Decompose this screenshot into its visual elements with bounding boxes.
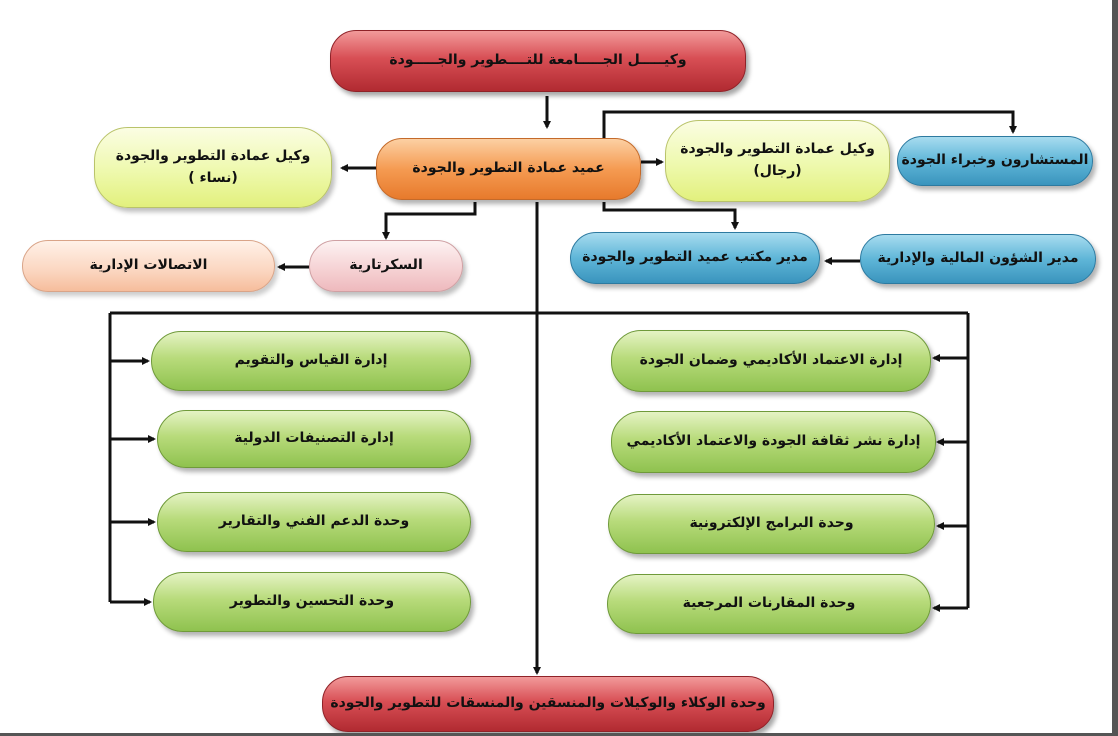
- node-office-manager-label: مدير مكتب عميد التطوير والجودة: [582, 249, 808, 266]
- node-benchmarking-label: وحدة المقارنات المرجعية: [682, 595, 856, 612]
- node-tech-support: وحدة الدعم الفني والتقارير: [157, 492, 471, 552]
- node-secretary-label: السكرتارية: [349, 257, 423, 274]
- node-finance-manager: مدير الشؤون المالية والإدارية: [860, 234, 1096, 284]
- node-vice-rector: وكيـــــل الجـــــامعة للتــــطوير والجـ…: [330, 30, 746, 92]
- node-benchmarking: وحدة المقارنات المرجعية: [607, 574, 931, 634]
- node-office-manager: مدير مكتب عميد التطوير والجودة: [570, 232, 820, 284]
- node-consultants: المستشارون وخبراء الجودة: [897, 136, 1093, 186]
- node-vice-dean-men-line1: وكيل عمادة التطوير والجودة: [680, 141, 875, 158]
- node-accreditation-label: إدارة الاعتماد الأكاديمي وضمان الجودة: [639, 352, 903, 369]
- node-finance-manager-label: مدير الشؤون المالية والإدارية: [877, 250, 1079, 267]
- node-accreditation: إدارة الاعتماد الأكاديمي وضمان الجودة: [611, 330, 931, 392]
- node-vice-dean-women: وكيل عمادة التطوير والجودة (نساء ): [94, 127, 332, 208]
- node-vice-rector-label: وكيـــــل الجـــــامعة للتــــطوير والجـ…: [389, 52, 687, 69]
- node-measurement-label: إدارة القياس والتقويم: [234, 352, 388, 369]
- node-vice-dean-women-line1: وكيل عمادة التطوير والجودة: [115, 147, 311, 164]
- node-improvement: وحدة التحسين والتطوير: [153, 572, 471, 632]
- page-frame-right: [1112, 0, 1118, 736]
- node-tech-support-label: وحدة الدعم الفني والتقارير: [218, 513, 410, 530]
- node-improvement-label: وحدة التحسين والتطوير: [229, 593, 395, 610]
- node-measurement: إدارة القياس والتقويم: [151, 331, 471, 391]
- node-vice-dean-men: وكيل عمادة التطوير والجودة (رجال): [665, 120, 890, 202]
- node-admin-comm-label: الاتصالات الإدارية: [89, 257, 208, 274]
- node-dean: عميد عمادة التطوير والجودة: [376, 138, 641, 200]
- node-dean-label: عميد عمادة التطوير والجودة: [412, 160, 605, 177]
- node-secretary: السكرتارية: [309, 240, 463, 292]
- node-culture: إدارة نشر ثقافة الجودة والاعتماد الأكادي…: [611, 411, 936, 473]
- node-e-programs-label: وحدة البرامج الإلكترونية: [689, 515, 854, 532]
- node-culture-label: إدارة نشر ثقافة الجودة والاعتماد الأكادي…: [626, 433, 921, 450]
- node-admin-comm: الاتصالات الإدارية: [22, 240, 275, 292]
- node-agents: وحدة الوكلاء والوكيلات والمنسقين والمنسق…: [322, 676, 774, 732]
- node-agents-label: وحدة الوكلاء والوكيلات والمنسقين والمنسق…: [330, 695, 766, 712]
- node-vice-dean-men-line2: (رجال): [753, 163, 802, 179]
- node-vice-dean-women-line2: (نساء ): [188, 169, 238, 186]
- node-rankings: إدارة التصنيفات الدولية: [157, 410, 471, 468]
- page-frame-bottom: [0, 733, 1118, 736]
- node-e-programs: وحدة البرامج الإلكترونية: [608, 494, 935, 554]
- node-rankings-label: إدارة التصنيفات الدولية: [234, 430, 394, 447]
- node-consultants-label: المستشارون وخبراء الجودة: [901, 152, 1089, 169]
